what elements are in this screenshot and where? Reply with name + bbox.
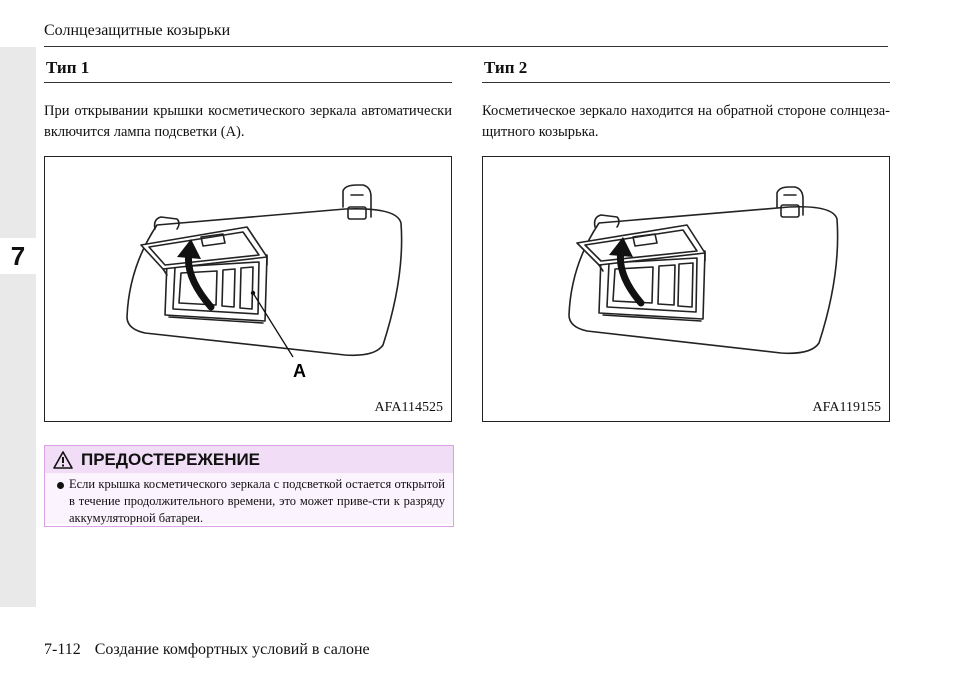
figure-type1: A AFA114525 [44,156,452,422]
caution-header: ПРЕДОСТЕРЕЖЕНИЕ [45,446,453,473]
section-title-type1: Тип 1 [44,58,452,83]
section-title-type2: Тип 2 [482,58,890,83]
bullet-icon [57,482,64,489]
type1-text: При открывании крышки косметического зер… [44,103,452,140]
page-footer: 7-112 Создание комфортных условий в салон… [44,641,370,659]
figure-code-type2: AFA119155 [812,400,881,415]
right-column: Тип 2 Косметическое зеркало находится на… [482,58,890,143]
sun-visor-illustration-type2 [568,186,839,355]
page-number: 7-112 [44,641,81,658]
sun-visor-illustration-type1: A [126,184,403,381]
callout-label-a: A [293,361,306,381]
left-column: Тип 1 При открывании крышки косметическо… [44,58,452,143]
type2-text: Косметическое зеркало находится на обрат… [482,103,890,140]
caution-text: Если крышка косметического зеркала с под… [69,477,445,525]
caution-title: ПРЕДОСТЕРЕЖЕНИЕ [81,449,261,469]
header-rule [44,46,888,47]
chapter-tab: 7 [0,238,36,274]
figure-type2: AFA119155 [482,156,890,422]
side-strip [0,47,36,607]
caution-box: ПРЕДОСТЕРЕЖЕНИЕ Если крышка косметическо… [44,445,454,527]
figure-code-type1: AFA114525 [374,400,443,415]
warning-triangle-icon [53,450,73,469]
footer-section-title: Создание комфортных условий в салоне [94,641,370,658]
running-header: Солнцезащитные козырьки [44,22,231,39]
caution-body: Если крышка косметического зеркала с под… [45,473,453,525]
